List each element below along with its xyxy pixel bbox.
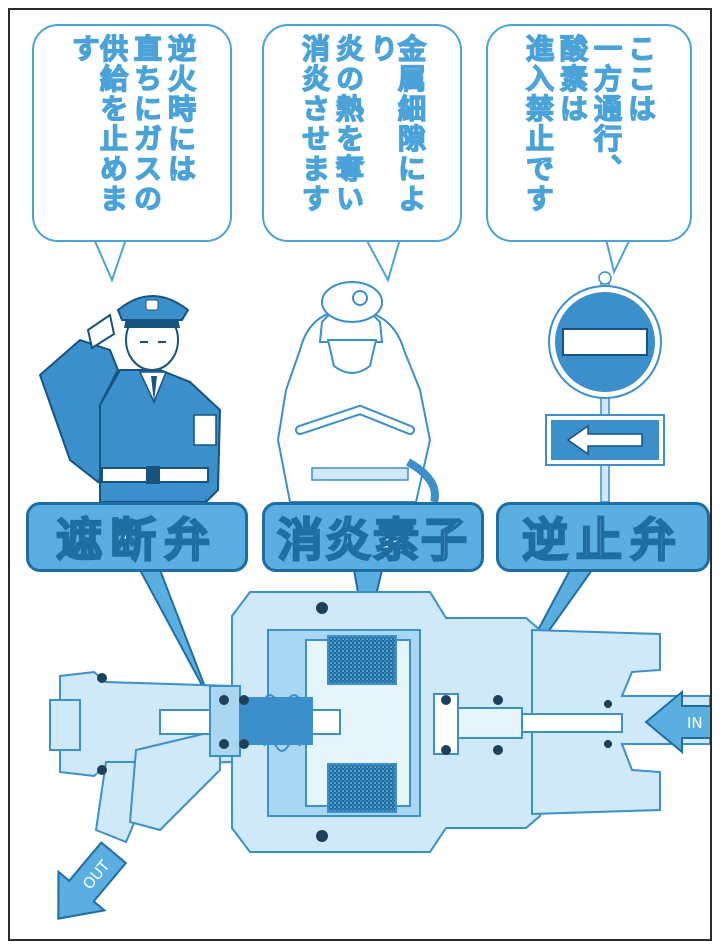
label-shutoff-valve: 遮断弁 bbox=[26, 502, 248, 572]
valve-illustration: IN OUT bbox=[38, 238, 710, 920]
bubble-tail-center bbox=[364, 238, 402, 283]
speech-bubble-firefighter: 金属細隙により 炎の熱を奪い 消炎させます bbox=[262, 24, 462, 242]
firefighter-figure bbox=[276, 281, 439, 504]
label-flame-arrester: 消炎素子 bbox=[262, 502, 484, 572]
no-entry-sign bbox=[545, 271, 665, 503]
speech-bubble-sign: ここは 一方通行、 酸素は 進入禁止です bbox=[486, 24, 692, 242]
out-arrow: OUT bbox=[57, 841, 128, 920]
bubble-line: 逆火時には bbox=[163, 33, 197, 184]
in-arrow-label: IN bbox=[687, 714, 703, 732]
o-rings bbox=[97, 602, 612, 842]
pointer-shutoff-valve bbox=[138, 569, 211, 701]
label-check-valve: 逆止弁 bbox=[496, 502, 710, 572]
illustration-frame: IN OUT 逆火時には 直ちにガスの 供給を止めます 金属細隙により 炎の熱を… bbox=[8, 8, 712, 941]
police-officer-figure bbox=[38, 295, 222, 503]
bubble-tail-right bbox=[604, 238, 632, 275]
bubble-line: 炎の熱を奪い bbox=[331, 33, 365, 214]
bubble-line: 金属細隙により bbox=[365, 33, 427, 214]
valve-cross-section bbox=[49, 591, 710, 853]
bubble-line: 消炎させます bbox=[297, 33, 331, 214]
bubble-line: ここは bbox=[623, 33, 657, 124]
bubble-line: 一方通行、 bbox=[589, 33, 623, 184]
bubble-line: 供給を止めます bbox=[67, 33, 129, 214]
in-arrow: IN bbox=[644, 689, 710, 755]
speech-bubble-police: 逆火時には 直ちにガスの 供給を止めます bbox=[32, 24, 232, 242]
bubble-line: 直ちにガスの bbox=[129, 33, 163, 214]
bubble-line: 酸素は bbox=[555, 33, 589, 124]
bubble-tail-left bbox=[92, 238, 128, 283]
bubble-line: 進入禁止です bbox=[521, 33, 555, 214]
